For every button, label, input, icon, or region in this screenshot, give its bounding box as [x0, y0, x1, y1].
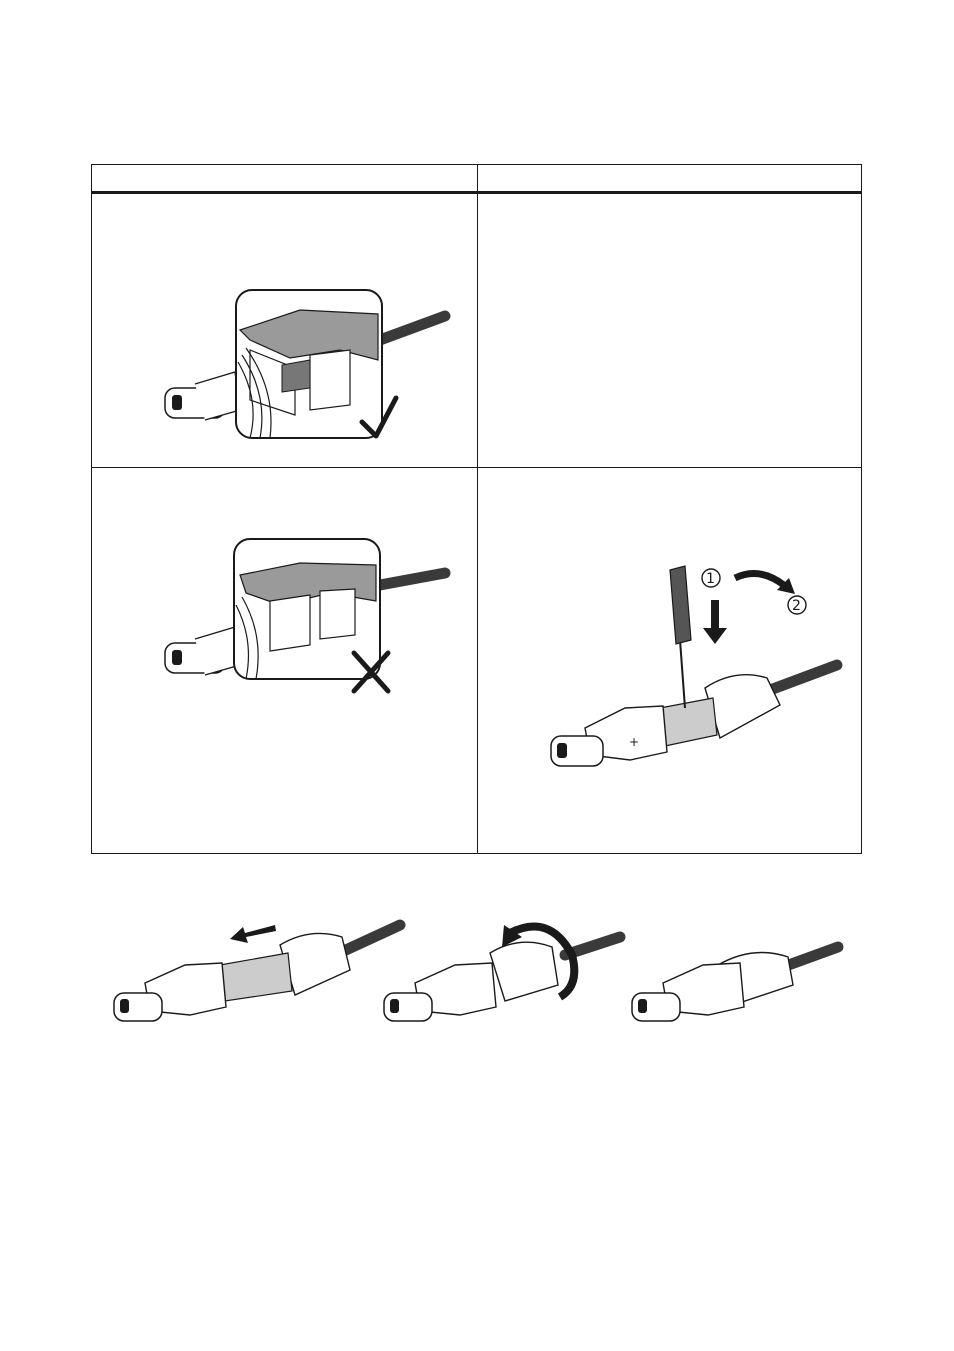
- step-2-label: 2: [792, 598, 801, 614]
- step-1-label: 1: [706, 571, 715, 587]
- rotate-arrow-icon: [508, 922, 579, 1001]
- checkmark-icon: [359, 395, 399, 439]
- curved-arrow-icon: [733, 570, 788, 589]
- row-rule: [92, 467, 861, 468]
- screwdriver-release-illustration: + 1 2: [550, 565, 843, 767]
- connector-assembled-illustration: [631, 941, 844, 1022]
- plus-marking: +: [629, 735, 639, 749]
- header-rule: [92, 191, 861, 194]
- connector-incorrect-illustration: [164, 538, 451, 694]
- connector-pull-illustration: [113, 919, 406, 1022]
- cross-icon: [351, 650, 391, 694]
- connector-tighten-illustration: [383, 922, 626, 1022]
- arrow-down-icon: [703, 600, 727, 644]
- column-divider: [477, 165, 478, 853]
- arrow-left-icon: [230, 925, 276, 943]
- connector-correct-illustration: [164, 289, 451, 439]
- instruction-table: [91, 164, 862, 854]
